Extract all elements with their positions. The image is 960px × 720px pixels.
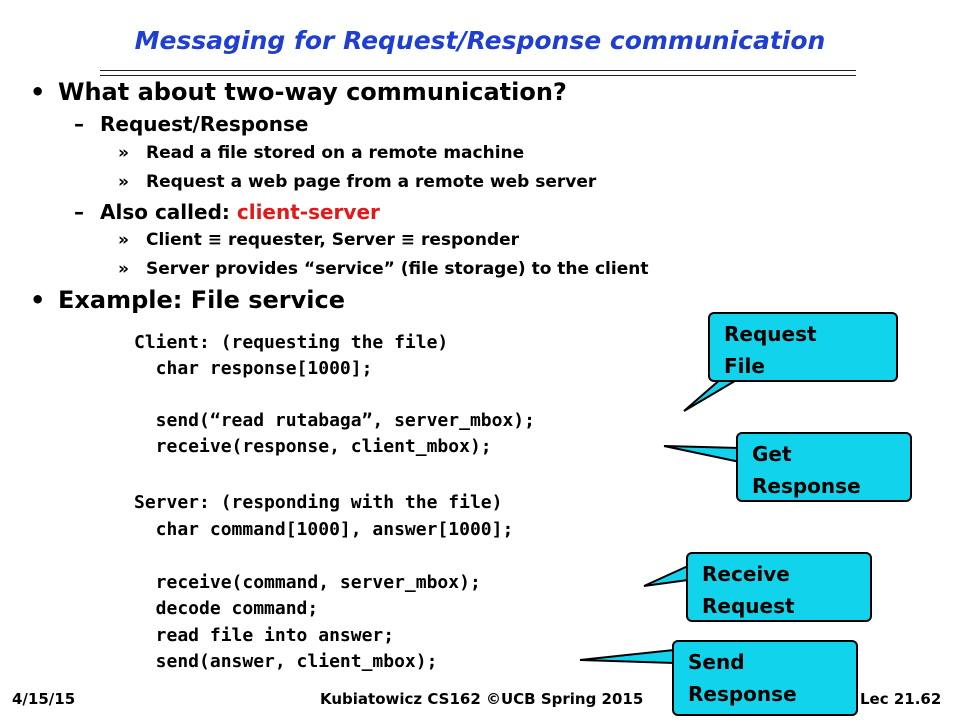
tail-receive-request (643, 564, 689, 587)
subbullet-marker: » (118, 230, 129, 250)
callout-request-file: Request File (708, 312, 898, 382)
dash-marker: – (74, 112, 84, 136)
subbullet-marker: » (118, 143, 129, 163)
callout-send-response: Send Response (672, 640, 858, 716)
callout-line: Request (702, 594, 795, 618)
client-server-highlight: client-server (236, 200, 380, 224)
subbullet-marker: » (118, 259, 129, 279)
callout-line: Send (688, 650, 745, 674)
subbullet-server-provides: Server provides “service” (file storage)… (146, 259, 649, 279)
code-line: char response[1000]; (134, 358, 373, 379)
bullet-dot: • (30, 78, 46, 106)
callout-line: Response (688, 682, 797, 706)
bullet-dot: • (30, 286, 46, 314)
title-rule-bottom (100, 75, 856, 76)
code-line: Client: (requesting the file) (134, 332, 449, 353)
code-line: read file into answer; (134, 624, 395, 646)
code-line: Server: (responding with the file) (134, 492, 503, 513)
code-line: receive(command, server_mbox); (134, 571, 481, 593)
footer-lecture: Lec 21.62 (860, 690, 942, 708)
code-line: send(“read rutabaga”, server_mbox); (134, 410, 535, 431)
dash-also-called: Also called: client-server (100, 200, 380, 224)
callout-line: Request (724, 322, 817, 346)
slide-title: Messaging for Request/Response communica… (134, 26, 826, 55)
bullet-file-service: Example: File service (58, 286, 345, 314)
dash-request-response: Request/Response (100, 112, 309, 136)
code-line: receive(response, client_mbox); (134, 436, 492, 457)
server-code-block: Server: (responding with the file) char … (134, 490, 513, 676)
subbullet-read-file: Read a file stored on a remote machine (146, 143, 525, 163)
callout-line: Receive (702, 562, 790, 586)
subbullet-web-page: Request a web page from a remote web ser… (146, 172, 597, 192)
callout-line: Get (752, 442, 792, 466)
tail-get-response (663, 445, 741, 464)
callout-line: Response (752, 474, 861, 498)
bullet-two-way: What about two-way communication? (58, 78, 567, 106)
code-line: send(answer, client_mbox); (134, 651, 438, 672)
tail-request-file (683, 377, 744, 412)
tail-send-response (579, 648, 675, 665)
subbullet-marker: » (118, 172, 129, 192)
dash-marker: – (74, 200, 84, 224)
title-rule-top (100, 70, 856, 71)
subbullet-client-server-roles: Client ≡ requester, Server ≡ responder (146, 230, 520, 250)
callout-receive-request: Receive Request (686, 552, 872, 622)
callout-line: File (724, 354, 765, 378)
footer-date: 4/15/15 (12, 690, 76, 708)
code-line: char command[1000], answer[1000]; (134, 518, 514, 540)
client-code-block: Client: (requesting the file) char respo… (134, 330, 535, 460)
also-called-label: Also called: (100, 200, 230, 224)
callout-get-response: Get Response (736, 432, 912, 502)
footer-course: Kubiatowicz CS162 ©UCB Spring 2015 (320, 690, 644, 708)
code-line: decode command; (134, 598, 319, 619)
